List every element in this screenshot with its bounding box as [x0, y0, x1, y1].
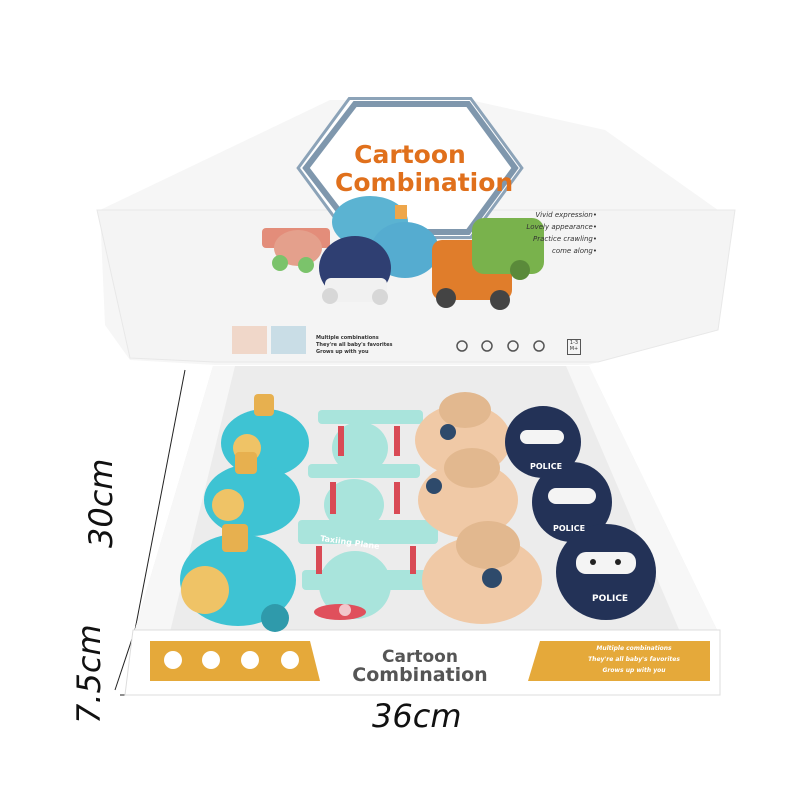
depth-dimension-label: 7.5cm — [70, 624, 108, 724]
header-title-line1: Cartoon — [354, 140, 466, 169]
police-label: POLICE — [553, 524, 586, 533]
toy-tank — [422, 521, 542, 624]
feature-text: Vivid expression• — [535, 211, 597, 219]
header-toy-image-plane — [262, 228, 330, 273]
police-label: POLICE — [530, 462, 563, 471]
header-title-line2: Combination — [335, 168, 514, 197]
feature-text: Practice crawling• — [533, 235, 597, 243]
header-feature-icons — [456, 340, 545, 352]
age-badge: 1-3 M+ — [567, 339, 581, 355]
toy-plane — [308, 464, 420, 531]
toy-police-car — [556, 524, 656, 620]
toy-tank — [418, 448, 518, 538]
toy-submarine — [204, 452, 300, 536]
front-tagline: They're all baby's favorites — [588, 656, 680, 663]
feature-text: come along• — [551, 247, 597, 255]
front-tagline: Grows up with you — [602, 667, 666, 674]
front-title-line1: Cartoon — [382, 647, 458, 667]
toy-plane — [298, 520, 438, 620]
front-tagline: Multiple combinations — [596, 645, 672, 652]
toy-police-car — [505, 406, 581, 478]
toy-submarine — [180, 524, 296, 632]
header-toy-image-green-truck — [472, 218, 544, 280]
police-label: POLICE — [592, 594, 629, 604]
width-dimension-label: 36cm — [372, 697, 462, 735]
header-toy-image-police — [319, 236, 391, 305]
front-title-line2: Combination — [352, 664, 488, 686]
toy-police-car — [532, 462, 612, 542]
height-dimension-label: 30cm — [82, 458, 120, 548]
feature-text: Lovely appearance• — [526, 223, 597, 231]
header-tagline: Multiple combinations — [316, 335, 379, 341]
header-tagline: Grows up with you — [316, 349, 369, 355]
front-band — [150, 641, 710, 681]
header-tagline: They're all baby's favorites — [316, 342, 393, 348]
toy-plane — [318, 410, 423, 474]
header-thumbnails — [232, 326, 306, 354]
header-toy-image-submarine — [332, 196, 439, 278]
